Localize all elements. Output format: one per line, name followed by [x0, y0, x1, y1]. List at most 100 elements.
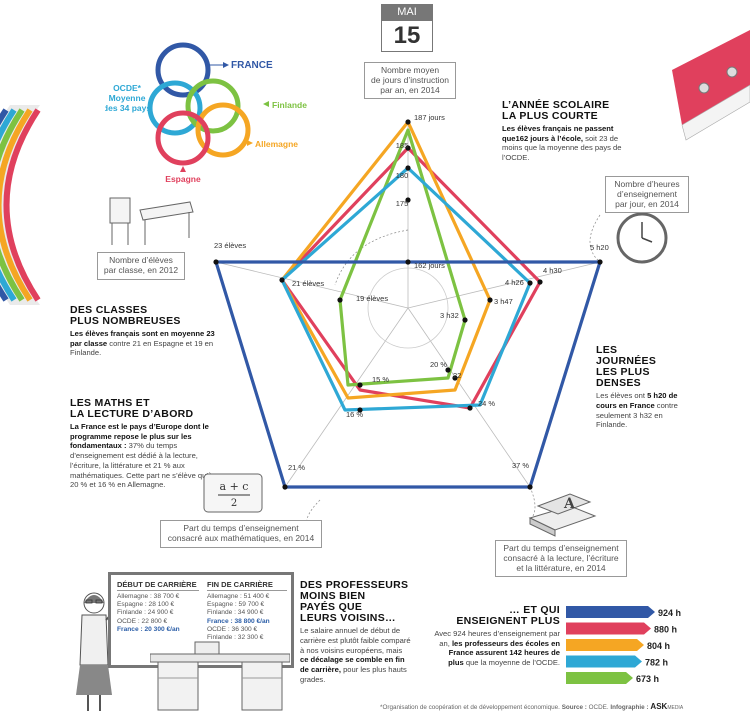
title-line: L’ANNÉE SCOLAIRE: [502, 99, 610, 111]
label-180: 180: [396, 171, 409, 180]
footer-note: *Organisation de coopération et de dével…: [380, 704, 560, 711]
hbar-tip: [626, 672, 633, 684]
salary-row: Allemagne : 38 700 €: [117, 593, 180, 600]
title-line: PLUS NOMBREUSES: [70, 315, 181, 328]
calendar-icon: MAI 15: [381, 4, 433, 52]
caption-line: Nombre d’élèves: [109, 255, 173, 265]
label-22: 22: [453, 371, 461, 380]
radar-series: [214, 120, 602, 489]
brand-logo: ASK: [648, 702, 668, 711]
legend-espagne: Espagne: [165, 174, 201, 184]
maths-body: La France est le pays d’Europe dont le p…: [70, 422, 220, 490]
title-line: MOINS BIEN: [300, 590, 366, 603]
salary-row: OCDE : 36 300 €: [207, 625, 258, 633]
series-finlande: [338, 128, 467, 387]
journees-body: Les élèves ont 5 h20 de cours en France …: [596, 391, 694, 430]
journees-bold: 5 h20 de cours en France: [596, 391, 678, 410]
salary-debut: DÉBUT DE CARRIÈRE Allemagne : 38 700 € E…: [117, 580, 199, 634]
ring-france: [155, 42, 211, 98]
journees-rest: contre seulement 3 h32 en Finlande.: [596, 400, 678, 430]
salary-debut-list: Allemagne : 38 700 € Espagne : 28 100 € …: [117, 593, 199, 634]
label-19eleves: 19 élèves: [356, 294, 388, 303]
hbar-tip: [637, 639, 644, 651]
journees-block: LES JOURNÉES LES PLUS DENSES Les élèves …: [596, 344, 694, 430]
salary-row: Allemagne : 51 400 €: [207, 593, 270, 600]
hbar-bar: [566, 672, 626, 684]
classes-block: DES CLASSES PLUS NOMBREUSES Les élèves f…: [70, 304, 220, 358]
label-37: 37 %: [512, 461, 529, 470]
footer-source: OCDE.: [586, 704, 609, 711]
journees-pre: Les élèves ont: [596, 391, 648, 401]
legend-finlande: Finlande: [272, 100, 307, 110]
enseignent-body: Avec 924 heures d’enseignement par an, l…: [432, 629, 560, 668]
enseignent-pre: Avec 924 heures d’enseignement par an,: [434, 629, 560, 648]
salary-fin: FIN DE CARRIÈRE Allemagne : 51 400 € Esp…: [207, 580, 287, 642]
label-21eleves: 21 élèves: [292, 279, 324, 288]
classes-body: Les élèves français sont en moyenne 23 p…: [70, 329, 220, 358]
caption-line: consacré à la lecture, l’écriture: [503, 552, 619, 563]
series-espagne: [280, 146, 542, 410]
caption-line: Part du temps d’enseignement: [183, 523, 299, 533]
caption-line: et la littérature, en 2014: [516, 562, 606, 573]
hbar-bar: [566, 622, 644, 635]
label-162: 162 jours: [414, 261, 445, 270]
hbar-label: 924 h: [658, 608, 681, 618]
hbar-tip: [648, 606, 655, 618]
caption-line: de jours d’instruction: [371, 74, 449, 85]
label-15pct: 15 %: [372, 375, 389, 384]
title-line: DES PROFESSEURS: [300, 579, 409, 591]
desk-icon: [109, 197, 194, 245]
brand-logo-sub: MEDIA: [667, 705, 684, 711]
annee-rest: soit 23 de moins que la moyenne des pays…: [502, 133, 622, 163]
journees-title: LES JOURNÉES LES PLUS DENSES: [596, 344, 694, 389]
prof-rest: pour les plus hauts grades.: [300, 664, 407, 684]
salary-debut-title: DÉBUT DE CARRIÈRE: [117, 580, 199, 591]
footer-source-label: Source :: [561, 704, 587, 711]
enseignent-block: … ET QUI ENSEIGNENT PLUS Avec 924 heures…: [432, 604, 560, 668]
label-187: 187 jours: [414, 113, 445, 122]
calendar-day: 15: [381, 20, 433, 52]
calendar-month: MAI: [381, 4, 433, 20]
annee-bold: Les élèves français ne passent que162 jo…: [502, 124, 614, 143]
label-20: 20 %: [430, 360, 447, 369]
annee-block: L’ANNÉE SCOLAIRE LA PLUS COURTE Les élèv…: [502, 99, 632, 163]
legend-ocde-2: Moyenne: [109, 93, 146, 103]
salary-row: Espagne : 59 700 €: [207, 601, 265, 609]
label-4h26: 4 h26: [505, 278, 524, 287]
hbar-tip: [644, 622, 651, 635]
legend-france: FRANCE: [231, 60, 273, 71]
caption-line: par jour, en 2014: [615, 198, 679, 209]
title-line: LA PLUS COURTE: [502, 110, 598, 123]
prof-block: DES PROFESSEURS MOINS BIEN PAYÉS QUE LEU…: [300, 579, 412, 684]
annee-body: Les élèves français ne passent que162 jo…: [502, 124, 632, 163]
ring-ocde: [147, 80, 203, 136]
salary-row: OCDE : 22 800 €: [117, 617, 168, 625]
ring-finlande: [185, 78, 241, 134]
radar-points: [213, 119, 603, 490]
label-185: 185: [396, 141, 409, 150]
caption-line: Part du temps d’enseignement: [503, 543, 619, 553]
series-france: [214, 260, 602, 489]
salary-row: Finlande : 34 900 €: [207, 609, 264, 617]
title-line: LES MATHS ET: [70, 397, 150, 409]
caption-maths: Part du temps d’enseignement consacré au…: [160, 520, 322, 548]
enseignent-bold: les professeurs des écoles en France ass…: [448, 638, 560, 668]
salary-row: Finlande : 32 300 €: [207, 634, 264, 642]
book-letter: A: [563, 496, 576, 512]
caption-line: Nombre d’heures: [614, 179, 680, 189]
footer-infographie-label: Infographie :: [610, 704, 649, 711]
label-3h47: 3 h47: [494, 297, 513, 306]
salary-row: Espagne : 28 100 €: [117, 601, 175, 609]
formula-bottom: 2: [231, 498, 237, 509]
caption-line: consacré aux mathématiques, en 2014: [167, 532, 315, 543]
hbar-label: 782 h: [645, 658, 668, 668]
formula-board-icon: a + c 2: [203, 473, 263, 513]
title-line: … ET QUI: [509, 604, 560, 616]
title-line: JOURNÉES: [596, 355, 657, 368]
maths-rest: 37% du temps d’enseignement est dédié à …: [70, 441, 213, 490]
hbar-tip: [635, 655, 642, 668]
enseignent-rest: que la moyenne de l’OCDE.: [463, 658, 560, 668]
label-23eleves: 23 élèves: [214, 241, 246, 250]
label-5h20: 5 h20: [590, 243, 609, 252]
